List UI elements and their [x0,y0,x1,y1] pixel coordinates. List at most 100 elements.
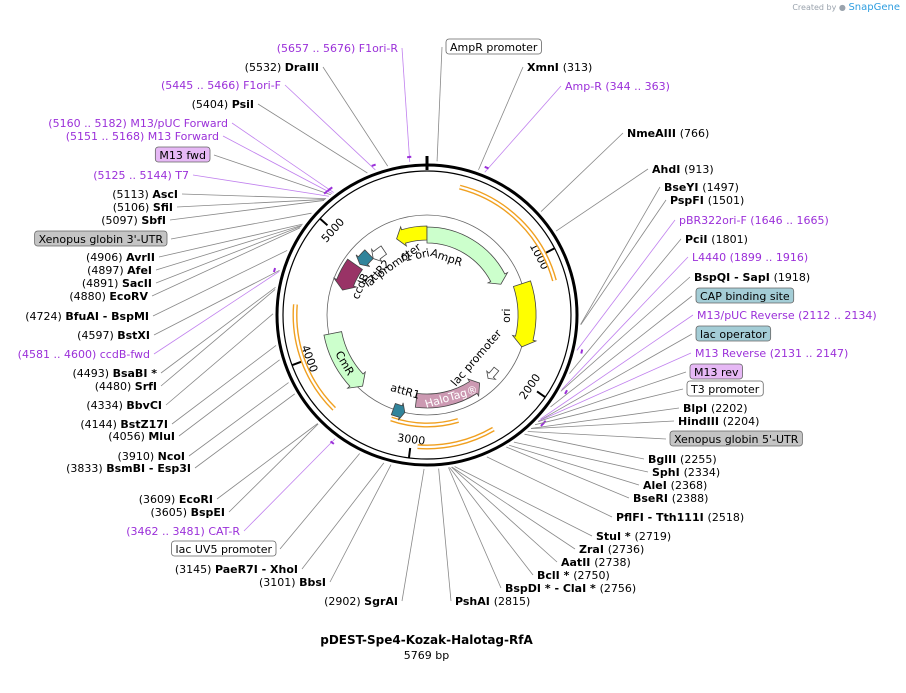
leader-line [550,295,693,408]
feature-halotag [414,378,481,409]
site-label-ncoi[interactable]: (3910) NcoI [118,450,185,463]
feature-ccdb [332,258,363,291]
site-label-bfuai-bspmi[interactable]: (4724) BfuAI - BspMI [25,310,149,323]
site-label-ahdi[interactable]: AhdI (913) [652,163,714,176]
primer-site-mark [371,163,376,167]
leader-line [153,271,280,355]
site-label-text: M13 fwd [159,149,206,162]
leader-line [506,446,630,499]
site-label-ecori[interactable]: (3609) EcoRI [139,493,213,506]
site-label-bglii[interactable]: BglII (2255) [648,453,717,466]
site-label-m13-fwd[interactable]: M13 fwd [154,146,211,163]
enzyme-name: PshAI [455,595,494,608]
enzyme-name: SacII [122,277,152,290]
enzyme-label: BspDI * - ClaI * (2756) [505,582,636,595]
primer-site-mark [272,267,277,273]
scale-tick-label: 2000 [517,371,544,401]
site-label-m13-forward[interactable]: (5151 .. 5168) M13 Forward [66,130,219,143]
site-label-l4440[interactable]: L4440 (1899 .. 1916) [692,251,808,264]
enzyme-label: AatII (2738) [561,556,631,569]
site-label-paer7i-xhoi[interactable]: (3145) PaeR7I - XhoI [175,563,298,576]
primer-site-mark [564,389,568,395]
site-label-bsmbi-esp3i[interactable]: (3833) BsmBI - Esp3I [66,462,191,475]
site-label-bstxi[interactable]: (4597) BstXI [77,329,150,342]
site-label-srfi[interactable]: (4480) SrfI [95,380,157,393]
site-label-m13-reverse[interactable]: M13 Reverse (2131 .. 2147) [695,347,848,360]
site-label-f1ori-f[interactable]: (5445 .. 5466) F1ori-F [161,79,281,92]
site-label-mlui[interactable]: (4056) MluI [108,430,175,443]
enzyme-name: BseRI [633,492,672,505]
site-label-amp-r[interactable]: Amp-R (344 .. 363) [565,80,670,93]
site-label-sacii[interactable]: (4891) SacII [82,277,152,290]
site-label-text: M13 rev [694,366,739,379]
site-label-bspqi-sapi[interactable]: BspQI - SapI (1918) [694,271,810,284]
leader-line [540,132,624,212]
site-label-m13-rev[interactable]: M13 rev [689,363,743,380]
leader-line [181,193,327,200]
site-label-f1ori-r[interactable]: (5657 .. 5676) F1ori-R [277,42,399,55]
site-label-bspdi-clai[interactable]: BspDI * - ClaI * (2756) [505,582,636,595]
site-label-bseyi[interactable]: BseYI (1497) [664,181,739,194]
site-label-text: AmpR promoter [450,41,538,54]
site-label-ccdb-fwd[interactable]: (4581 .. 4600) ccdB-fwd [18,348,150,361]
primer-range: (5125 .. 5144) [93,169,175,182]
site-label-stui[interactable]: StuI * (2719) [596,530,671,543]
site-label-cap-binding-site[interactable]: CAP binding site [695,287,795,304]
site-label-pflfi-tth111i[interactable]: PflFI - Tth111I (2518) [616,511,744,524]
site-label-sfii[interactable]: (5106) SfiI [113,201,173,214]
leader-line [160,289,276,387]
site-label-avrii[interactable]: (4906) AvrII [86,251,155,264]
orf-arc-core [417,428,495,449]
enzyme-name: BlpI [683,402,711,415]
site-label-m13-puc-forward[interactable]: (5160 .. 5182) M13/pUC Forward [48,117,228,130]
site-label-xenopus-globin-5-utr[interactable]: Xenopus globin 5'-UTR [669,430,803,447]
site-label-lac-operator[interactable]: lac operator [695,325,772,342]
site-label-blpi[interactable]: BlpI (2202) [683,402,748,415]
site-label-ampr-promoter[interactable]: AmpR promoter [445,38,542,55]
site-label-m13-puc-reverse[interactable]: M13/pUC Reverse (2112 .. 2134) [697,309,877,322]
site-label-pshai[interactable]: PshAI (2815) [455,595,530,608]
site-label-pcii[interactable]: PciI (1801) [685,233,748,246]
leader-line [513,441,649,473]
site-label-bseri[interactable]: BseRI (2388) [633,492,708,505]
enzyme-name: SbfI [141,214,166,227]
site-label-draiii[interactable]: (5532) DraIII [245,61,319,74]
site-label-zrai[interactable]: ZraI (2736) [579,543,644,556]
site-label-bbvci[interactable]: (4334) BbvCI [86,399,162,412]
site-label-xenopus-globin-3-utr[interactable]: Xenopus globin 3'-UTR [34,230,168,247]
site-label-psii[interactable]: (5404) PsiI [192,98,254,111]
site-label-xmni[interactable]: XmnI (313) [527,61,592,74]
enzyme-position: (3605) [151,506,191,519]
enzyme-position: (4144) [80,418,120,431]
site-label-afei[interactable]: (4897) AfeI [87,264,152,277]
site-label-bcli[interactable]: BclI * (2750) [537,569,610,582]
site-label-alei[interactable]: AleI (2368) [643,479,707,492]
primer-range: (5445 .. 5466) [161,79,243,92]
site-label-sgrai[interactable]: (2902) SgrAI [324,595,398,608]
site-label-t3-promoter[interactable]: T3 promoter [686,380,764,397]
site-label-bsabi[interactable]: (4493) BsaBI * [73,367,158,380]
site-label-bspei[interactable]: (3605) BspEI [151,506,226,519]
site-label-lac-uv5-promoter[interactable]: lac UV5 promoter [171,540,277,557]
enzyme-label: BseRI (2388) [633,492,708,505]
site-label-pspfi[interactable]: PspFI (1501) [670,194,744,207]
site-label-pbr322ori-f[interactable]: pBR322ori-F (1646 .. 1665) [679,214,829,227]
site-label-sphi[interactable]: SphI (2334) [652,466,720,479]
enzyme-position: (2815) [494,595,531,608]
enzyme-name: BspEI [191,506,225,519]
site-label-box [154,146,211,163]
site-label-aatii[interactable]: AatII (2738) [561,556,631,569]
site-label-sbfi[interactable]: (5097) SbfI [101,214,166,227]
leader-line [530,420,675,430]
site-label-nmeaiii[interactable]: NmeAIII (766) [627,127,709,140]
site-label-asci[interactable]: (5113) AscI [112,188,178,201]
site-label-bstz17i[interactable]: (4144) BstZ17I [80,418,168,431]
enzyme-position: (913) [684,163,714,176]
site-label-ecorv[interactable]: (4880) EcoRV [69,290,148,303]
site-label-t7[interactable]: (5125 .. 5144) T7 [93,169,189,182]
leader-line [301,462,385,570]
site-label-hindiii[interactable]: HindIII (2204) [678,415,759,428]
snapgene-logo-icon: ● [838,3,846,12]
site-label-bbsi[interactable]: (3101) BbsI [259,576,326,589]
site-label-cat-r[interactable]: (3462 .. 3481) CAT-R [126,525,240,538]
